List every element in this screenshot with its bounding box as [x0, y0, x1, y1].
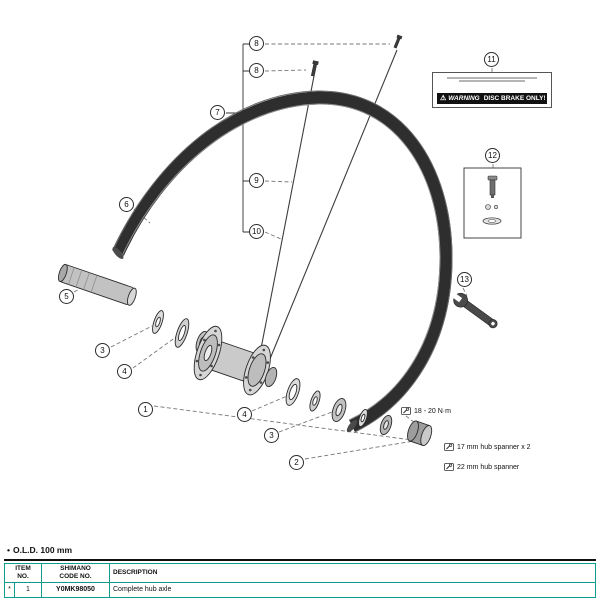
callout-11: 11: [484, 52, 499, 67]
callout-1: 1: [138, 402, 153, 417]
axle-end-cap: [407, 420, 433, 447]
callout-12: 12: [485, 148, 500, 163]
warning-word: WARNING: [448, 95, 480, 102]
header-description: DESCRIPTION: [109, 563, 596, 583]
callout-bracket: [226, 43, 250, 233]
spanner-note-text: 17 mm hub spanner x 2: [457, 443, 531, 451]
spanner-note-text: 22 mm hub spanner: [457, 463, 520, 471]
flange-spoke-holes: [195, 329, 270, 392]
callout-13: 13: [457, 272, 472, 287]
spanner-note-22mm: 22 mm hub spanner: [444, 463, 519, 471]
warning-label: ⚠ WARNING DISC BRAKE ONLY!: [432, 72, 552, 108]
table-row: * 1 Y0MK98050 Complete hub axle: [4, 581, 596, 598]
callout-5: 5: [59, 289, 74, 304]
callout-7: 7: [210, 105, 225, 120]
callout-6: 6: [119, 197, 134, 212]
callout-3-right: 3: [264, 428, 279, 443]
spanner-icon: [444, 463, 454, 471]
spanner-icon: [444, 443, 454, 451]
old-note-text: O.L.D. 100 mm: [12, 545, 73, 555]
parts-table: ITEM NO. SHIMANO CODE NO. DESCRIPTION * …: [4, 563, 596, 598]
callout-2: 2: [289, 455, 304, 470]
callout-3-left: 3: [95, 343, 110, 358]
row-description: Complete hub axle: [109, 581, 596, 598]
torque-note: 18 - 20 N·m: [401, 407, 451, 415]
warning-message: DISC BRAKE ONLY!: [483, 95, 546, 102]
callout-4-left: 4: [117, 364, 132, 379]
spanner-note-17mm: 17 mm hub spanner x 2: [444, 443, 531, 451]
right-cones-washers-locknut: [285, 378, 393, 436]
callout-8-second: 8: [249, 63, 264, 78]
header-shimano-code: SHIMANO CODE NO.: [41, 563, 110, 583]
warning-strip: ⚠ WARNING DISC BRAKE ONLY!: [437, 93, 547, 104]
bullet-icon: •: [7, 545, 10, 555]
callout-9: 9: [249, 173, 264, 188]
row-flag: *: [4, 581, 15, 598]
exploded-diagram: [57, 34, 522, 460]
warning-triangle-icon: ⚠: [440, 95, 447, 102]
hub-spanner-tool: [450, 292, 498, 329]
torque-wrench-icon: [401, 407, 411, 415]
hub-axle-part: [57, 263, 137, 306]
hub-body: [193, 325, 278, 396]
wheel-rim: [112, 90, 453, 433]
callout-4-right: 4: [237, 407, 252, 422]
torque-value: 18 - 20 N·m: [414, 407, 451, 415]
row-code: Y0MK98050: [41, 581, 110, 598]
callout-8-top: 8: [249, 36, 264, 51]
old-note: •O.L.D. 100 mm: [7, 545, 72, 555]
header-item-no: ITEM NO.: [4, 563, 42, 583]
divider-rule: [4, 559, 596, 561]
row-item-no: 1: [14, 581, 42, 598]
table-header-row: ITEM NO. SHIMANO CODE NO. DESCRIPTION: [4, 563, 596, 583]
callout-10: 10: [249, 224, 264, 239]
small-parts-kit: [463, 167, 522, 239]
label-fine-print: [437, 76, 547, 83]
spoke-nipples: [310, 34, 403, 77]
